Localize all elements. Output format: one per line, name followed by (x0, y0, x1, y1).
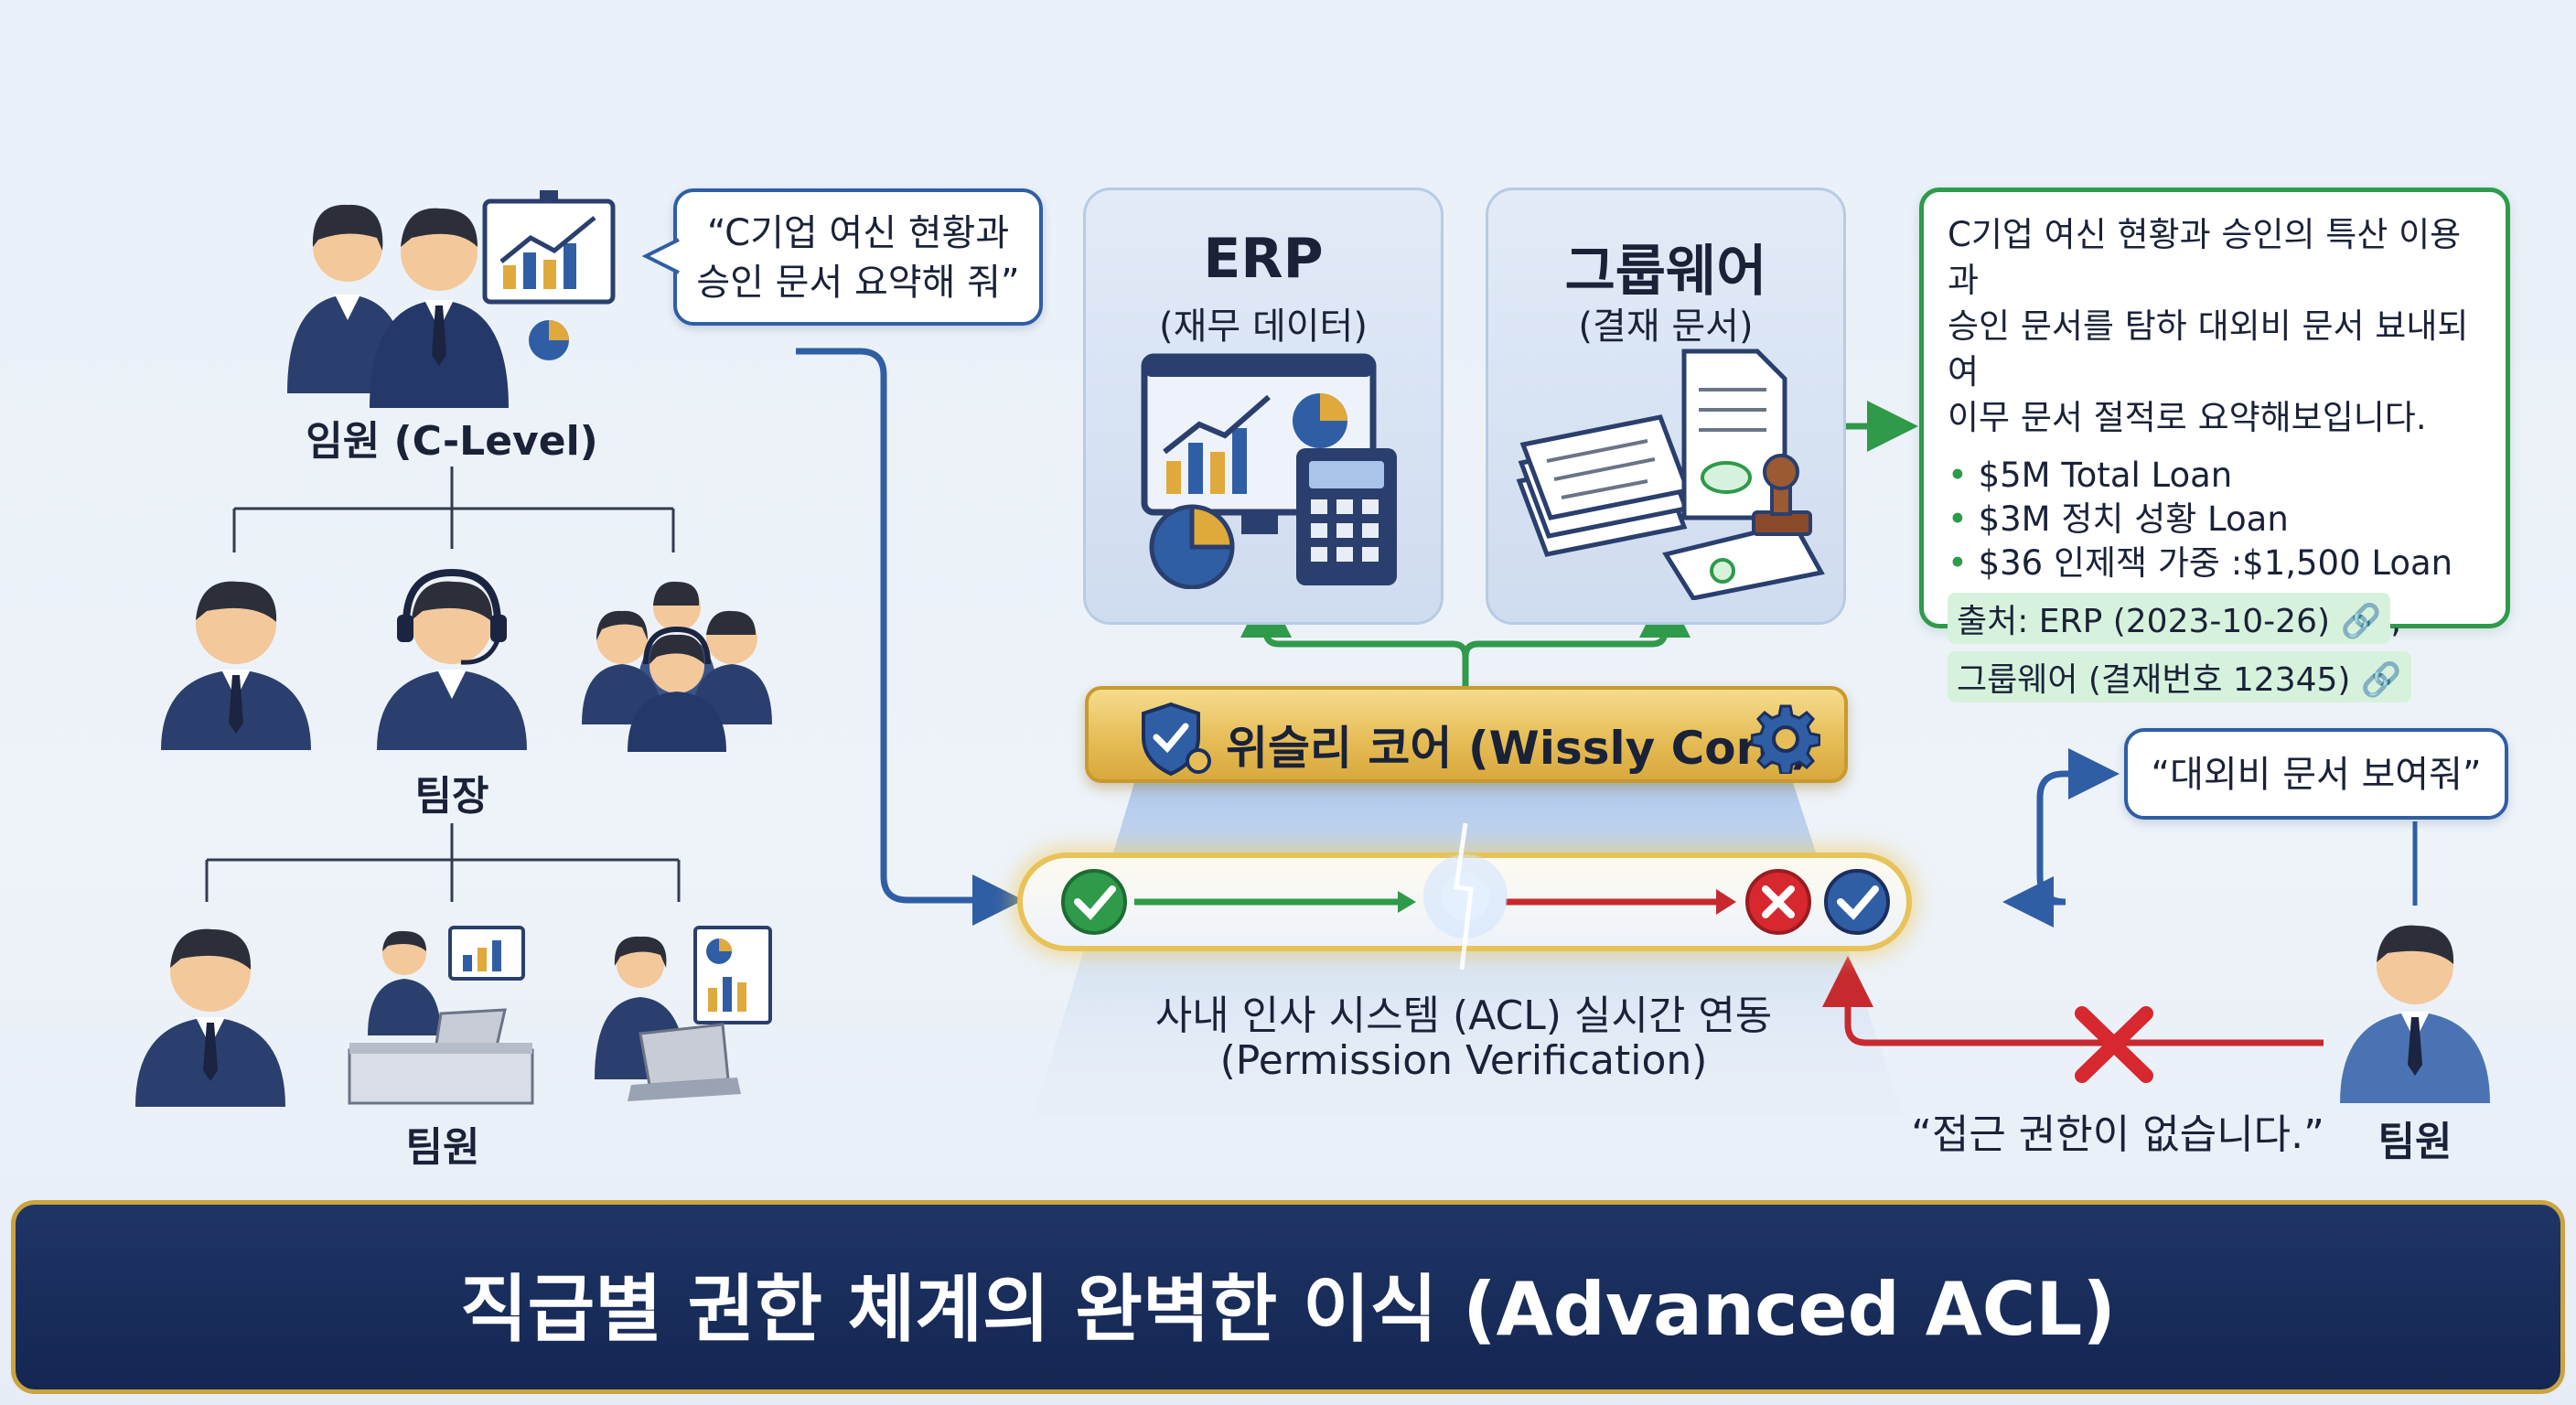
access-denied-text: “접근 권한이 없습니다.” (1911, 1111, 2324, 1158)
approval-documents-icon (1516, 349, 1825, 600)
exec-query-arrow (796, 348, 1024, 926)
answer-line3: 이무 문서 절적로 요약해보입니다. (1948, 398, 2427, 437)
denied-response-arrow (1822, 956, 2324, 1046)
leader-team-group-icon (582, 581, 772, 752)
member-laptop-worker-icon (595, 926, 772, 1101)
answer-bullet: $3M 정치 성황 Loan (1948, 498, 2482, 542)
acl-caption-line2: (Permission Verification) (1219, 1037, 1708, 1084)
member-request-bubble: “대외비 문서 보여줘” (2124, 728, 2508, 820)
requesting-member-icon (2340, 925, 2490, 1103)
leader-headset-person-icon (377, 568, 527, 750)
security-shield-icon (1142, 702, 1211, 777)
executive-group-icon (287, 190, 616, 408)
acl-caption-line1: 사내 인사 시스템 (ACL) 실시간 연동 (1154, 992, 1773, 1039)
erp-dashboard-icon (1141, 353, 1397, 589)
groupware-subtitle: (결재 문서) (1578, 306, 1754, 348)
executive-label: 임원 (C-Level) (306, 418, 598, 465)
answer-line2: 승인 문서를 탐하 대외비 문서 뵤내되여 (1948, 306, 2469, 391)
leader-label: 팀장 (414, 773, 489, 820)
source-erp-text: 출처: ERP (2023-10-26) (1957, 603, 2331, 640)
exec-bubble-tail (642, 238, 680, 274)
exec-query-bubble: “C기업 여신 현황과 승인 문서 요약해 줘” (673, 188, 1043, 326)
leader-person-icon (161, 581, 311, 750)
erp-panel: ERP (재무 데이터) (1083, 188, 1444, 625)
answer-bullets: $5M Total Loan $3M 정치 성황 Loan $36 인제잭 가중… (1948, 454, 2482, 585)
erp-title: ERP (1203, 227, 1324, 291)
answer-line1: C기업 여신 현황과 승인의 특산 이용과 (1948, 215, 2462, 300)
link-icon: 🔗 (2360, 661, 2402, 699)
org-chart-lines (205, 467, 681, 902)
requesting-member-label: 팀원 (2377, 1119, 2453, 1165)
exec-query-line2: 승인 문서 요약해 줘” (696, 262, 1020, 304)
banner-title: 직급별 권한 체계의 완벽한 이식 (Advanced ACL) (460, 1267, 2116, 1352)
member-desk-worker-icon (348, 926, 534, 1105)
core-to-groupware-arrow (1462, 586, 1690, 658)
member-person-icon (135, 928, 285, 1107)
acl-verification-pipe (1017, 853, 1912, 951)
source-link-groupware[interactable]: 그룹웨어 (결재번호 12345) 🔗 (1948, 651, 2411, 702)
source-groupware-text: 그룹웨어 (결재번호 12345) (1957, 661, 2351, 699)
link-icon: 🔗 (2340, 603, 2382, 640)
gear-icon (1751, 704, 1820, 774)
answer-card: C기업 여신 현황과 승인의 특산 이용과 승인 문서를 탐하 대외비 문서 뵤… (1919, 188, 2510, 702)
member-to-bubble-arrow (2036, 748, 2120, 906)
member-label: 팀원 (405, 1124, 480, 1171)
source-separator: , (2390, 601, 2402, 640)
core-title: 위슬리 코어 (Wissly Core) (1226, 722, 1811, 775)
groupware-panel: 그룹웨어 (결재 문서) (1486, 188, 1846, 625)
title-banner: 직급별 권한 체계의 완벽한 이식 (Advanced ACL) (11, 1200, 2565, 1394)
answer-bullet: $5M Total Loan (1948, 454, 2482, 498)
wissly-core-bar: 위슬리 코어 (Wissly Core) (1085, 686, 1848, 783)
exec-query-line1: “C기업 여신 현황과 (706, 212, 1010, 254)
groupware-title: 그룹웨어 (1564, 240, 1767, 304)
answer-bullet: $36 인제잭 가중 :$1,500 Loan (1948, 542, 2482, 585)
member-request-text: “대외비 문서 보여줘” (2151, 754, 2482, 796)
source-link-erp[interactable]: 출처: ERP (2023-10-26) 🔗 (1948, 593, 2391, 644)
erp-subtitle: (재무 데이터) (1159, 306, 1368, 348)
denied-x-icon (2075, 1006, 2153, 1083)
